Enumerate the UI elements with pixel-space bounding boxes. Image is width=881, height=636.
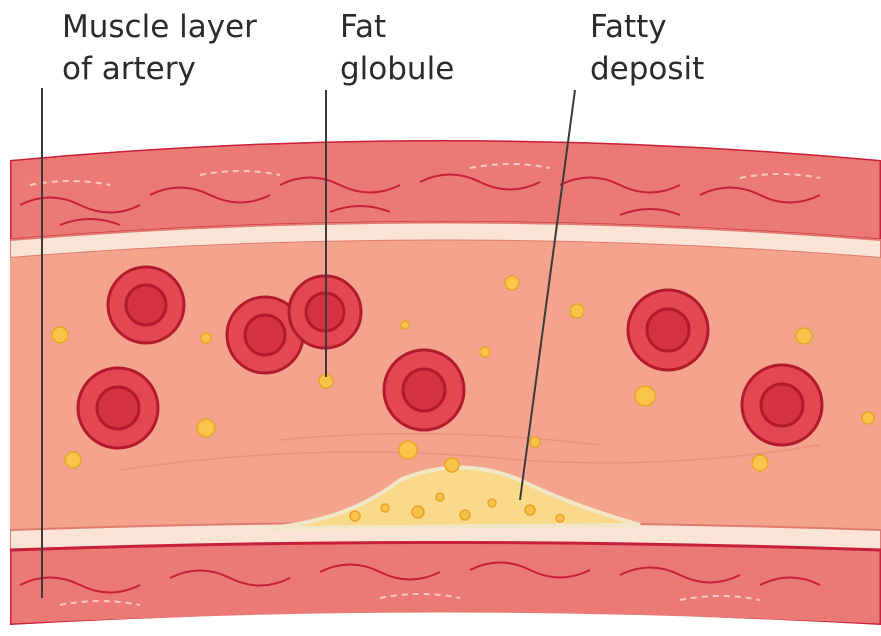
red-blood-cell: [628, 290, 708, 370]
lower-artery-wall: [10, 543, 881, 626]
muscle-layer-label-line2: of artery: [62, 48, 257, 90]
fatty-deposit-label: Fatty deposit: [590, 6, 704, 90]
red-blood-cell: [78, 368, 158, 448]
fatty-deposit-label-line1: Fatty: [590, 6, 704, 48]
red-blood-cell: [742, 365, 822, 445]
red-blood-cell: [108, 267, 184, 343]
muscle-layer-label-line1: Muscle layer: [62, 6, 257, 48]
fat-globule-label-line2: globule: [340, 48, 454, 90]
fat-globule-label: Fat globule: [340, 6, 454, 90]
fatty-deposit-label-line2: deposit: [590, 48, 704, 90]
muscle-layer-label: Muscle layer of artery: [62, 6, 257, 90]
fat-globule-label-line1: Fat: [340, 6, 454, 48]
red-blood-cell: [384, 350, 464, 430]
